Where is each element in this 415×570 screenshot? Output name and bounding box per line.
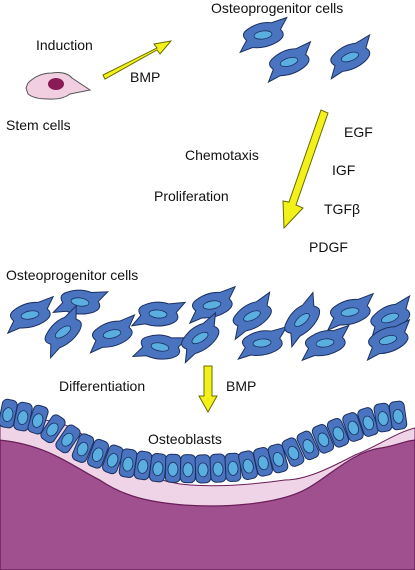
osteoblast-cell (194, 454, 212, 484)
osteoblast-cell (0, 398, 18, 429)
osteoprogenitor-cell (361, 295, 415, 341)
osteoblast-layer (0, 398, 408, 484)
osteoblast-cell (86, 438, 110, 469)
osteoprogenitor-cell (84, 314, 141, 354)
label-bmp-bottom: BMP (226, 378, 257, 394)
osteoblast-cell (179, 454, 197, 484)
osteoprogenitor-cell (170, 312, 231, 364)
osteoblast-cell (296, 430, 320, 461)
osteoblast-cell (388, 400, 408, 431)
osteoprogenitor-cell (235, 326, 290, 360)
osteoprogenitor-cell (52, 284, 109, 320)
label-osteoprogenitor-mid: Osteoprogenitor cells (6, 267, 139, 283)
label-induction: Induction (36, 37, 93, 53)
arrows (102, 40, 329, 414)
osteoblast-cell (311, 424, 335, 454)
label-igf: IGF (332, 162, 356, 178)
osteoprogenitor-cell (359, 319, 415, 361)
osteoprogenitor-cells-mid (2, 284, 415, 366)
osteoblast-cell (71, 433, 95, 463)
osteoblast-cell (101, 444, 125, 475)
osteoblast-cell (238, 450, 258, 481)
label-tgfb: TGFβ (324, 201, 361, 217)
osteoblast-cell (342, 412, 364, 442)
osteoblast-cell (40, 414, 66, 444)
osteoblast-cell (55, 424, 81, 454)
osteoblast-cell (13, 401, 33, 432)
osteoprogenitor-cell (222, 291, 282, 340)
label-bmp-top: BMP (130, 69, 161, 85)
arrow-induction (102, 40, 173, 80)
stem-cell (25, 72, 92, 100)
stem-cell-nucleus (48, 78, 64, 90)
label-stem-cells: Stem cells (6, 117, 71, 133)
osteoprogenitor-cell (235, 17, 292, 53)
osteoprogenitor-cell (33, 305, 93, 359)
osteoprogenitor-cell (184, 286, 241, 324)
osteoprogenitor-cell (273, 292, 332, 348)
osteoblast-cell (224, 452, 242, 482)
osteoprogenitor-cell (132, 328, 189, 366)
osteoblast-cell (373, 402, 393, 433)
osteoprogenitor-cell (260, 41, 319, 83)
osteoprogenitor-cells-top (235, 17, 380, 83)
osteoblast-cell (357, 407, 379, 437)
label-osteoblasts: Osteoblasts (148, 431, 222, 447)
osteoblast-cell (209, 453, 227, 483)
osteoblast-cell (148, 452, 168, 483)
label-chemotaxis: Chemotaxis (185, 147, 259, 163)
osteoprogenitor-cell (297, 325, 354, 361)
label-osteoprogenitor-top: Osteoprogenitor cells (211, 0, 344, 16)
osteoprogenitor-cell (2, 296, 59, 334)
label-differentiation: Differentiation (59, 378, 146, 394)
osteoblast-cell (118, 448, 138, 478)
label-egf: EGF (344, 124, 373, 140)
osteoblast-cell (267, 443, 289, 474)
osteoprogenitor-cell (131, 297, 186, 331)
label-proliferation: Proliferation (154, 188, 229, 204)
arrow-proliferation (282, 109, 329, 230)
osteoblast-cell (164, 453, 182, 483)
label-pdgf: PDGF (309, 239, 348, 255)
osteoblast-cell (27, 404, 49, 435)
osteoblast-cell (326, 418, 350, 448)
arrow-differentiation (198, 365, 218, 414)
osteoprogenitor-cell (322, 293, 379, 331)
osteoblast-cell (281, 437, 305, 467)
osteoprogenitor-cell (321, 34, 380, 80)
